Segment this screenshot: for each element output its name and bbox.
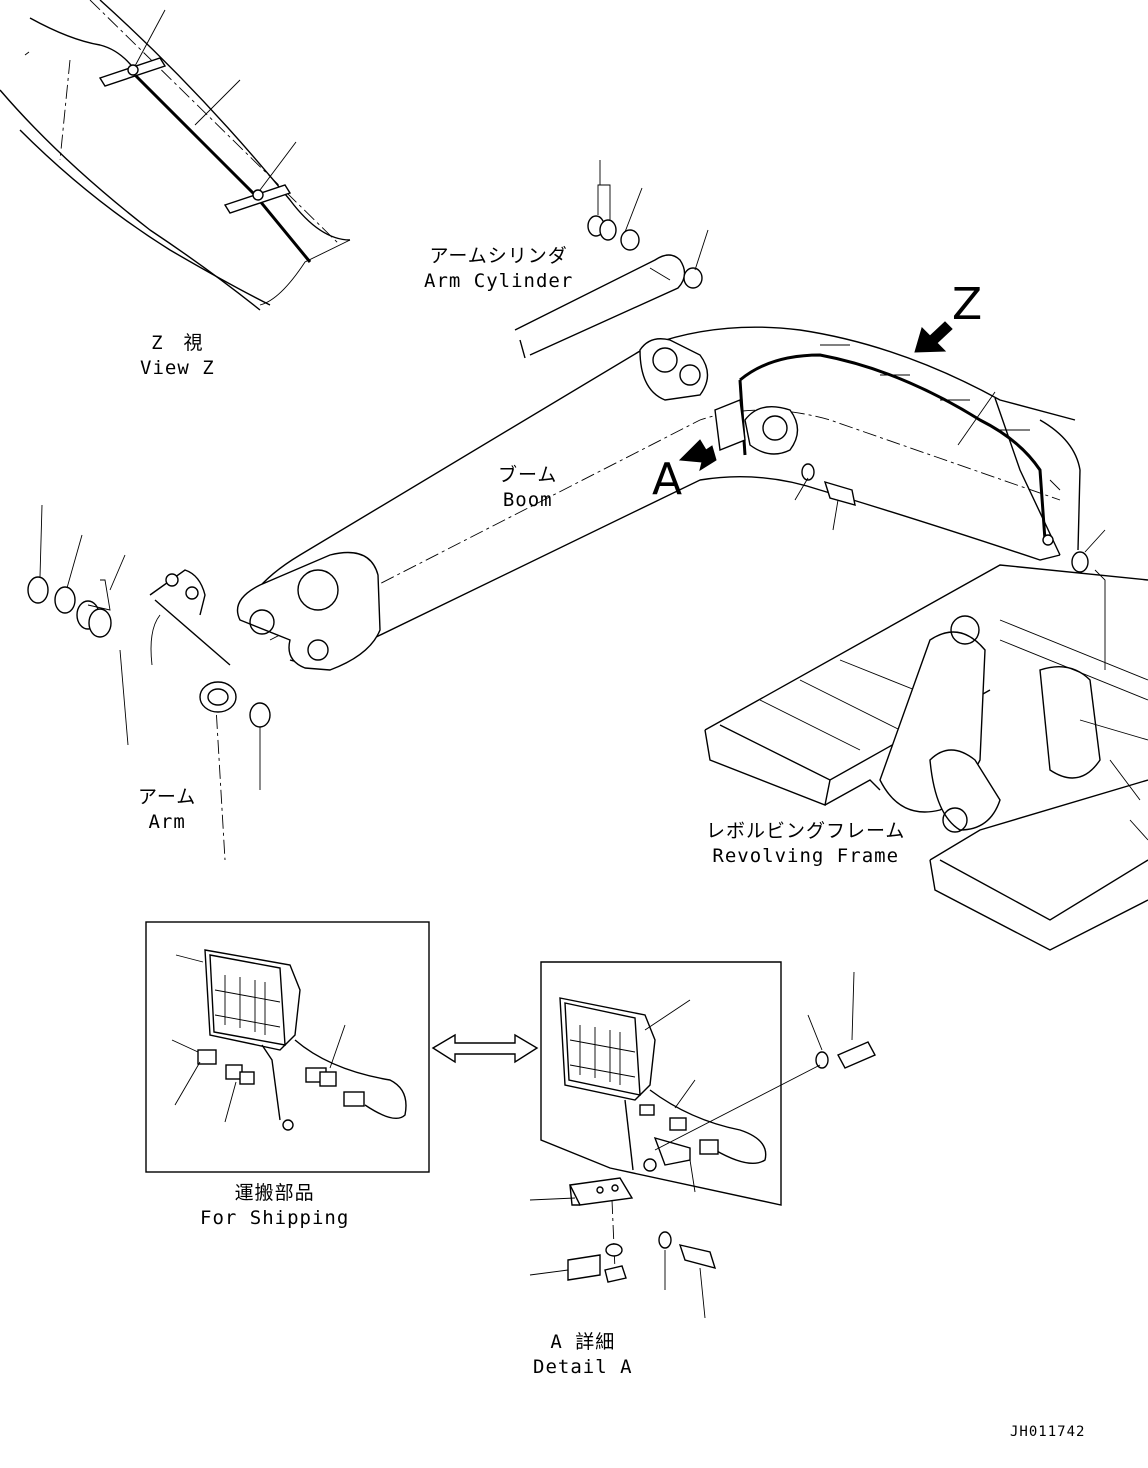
revolving-frame-label-en: Revolving Frame bbox=[712, 845, 900, 867]
arm-cylinder-label-jp: アームシリンダ bbox=[429, 245, 568, 267]
view-z-label-en: View Z bbox=[140, 357, 215, 379]
view-arrow-icon bbox=[914, 321, 953, 353]
revolving-frame-illustration bbox=[704, 564, 1148, 951]
detail-a-box bbox=[529, 961, 876, 1319]
view-z-illustration bbox=[0, 0, 351, 311]
for-shipping-box bbox=[145, 921, 430, 1173]
work-lamp-icon bbox=[559, 997, 656, 1101]
boom-label: ブーム Boom bbox=[498, 466, 557, 510]
arm-label-jp: アーム bbox=[138, 786, 197, 808]
boom-label-jp: ブーム bbox=[498, 464, 558, 486]
view-z-label: Z 視 View Z bbox=[140, 334, 215, 378]
work-lamp-icon bbox=[204, 949, 301, 1051]
arm-label: アーム Arm bbox=[138, 788, 196, 832]
revolving-frame-label-jp: レボルビングフレーム bbox=[706, 820, 906, 842]
drawing-code: JH011742 bbox=[1010, 1424, 1086, 1440]
arm-cylinder-label: アームシリンダ Arm Cylinder bbox=[424, 247, 573, 291]
arm-cylinder-illustration bbox=[514, 160, 709, 359]
arm-cylinder-label-en: Arm Cylinder bbox=[424, 270, 574, 292]
for-shipping-label-en: For Shipping bbox=[200, 1207, 350, 1229]
arm-label-en: Arm bbox=[148, 811, 186, 833]
for-shipping-label: 運搬部品 For Shipping bbox=[200, 1184, 349, 1228]
boom-label-en: Boom bbox=[502, 489, 553, 511]
connector-icon bbox=[197, 1049, 365, 1107]
detail-a-label: A 詳細 Detail A bbox=[533, 1333, 633, 1377]
double-arrow-icon bbox=[431, 1033, 539, 1064]
detail-a-label-en: Detail A bbox=[533, 1356, 633, 1378]
view-z-label-jp: Z 視 bbox=[151, 332, 204, 354]
revolving-frame-label: レボルビングフレーム Revolving Frame bbox=[706, 822, 905, 866]
arm-illustration bbox=[27, 504, 271, 861]
for-shipping-label-jp: 運搬部品 bbox=[234, 1182, 315, 1204]
view-arrow-icon bbox=[678, 439, 717, 472]
view-arrow-z-label: Z bbox=[952, 279, 983, 330]
boom-illustration bbox=[236, 321, 1106, 671]
detail-a-label-jp: A 詳細 bbox=[550, 1331, 616, 1353]
view-arrow-a-label: A bbox=[652, 454, 683, 505]
